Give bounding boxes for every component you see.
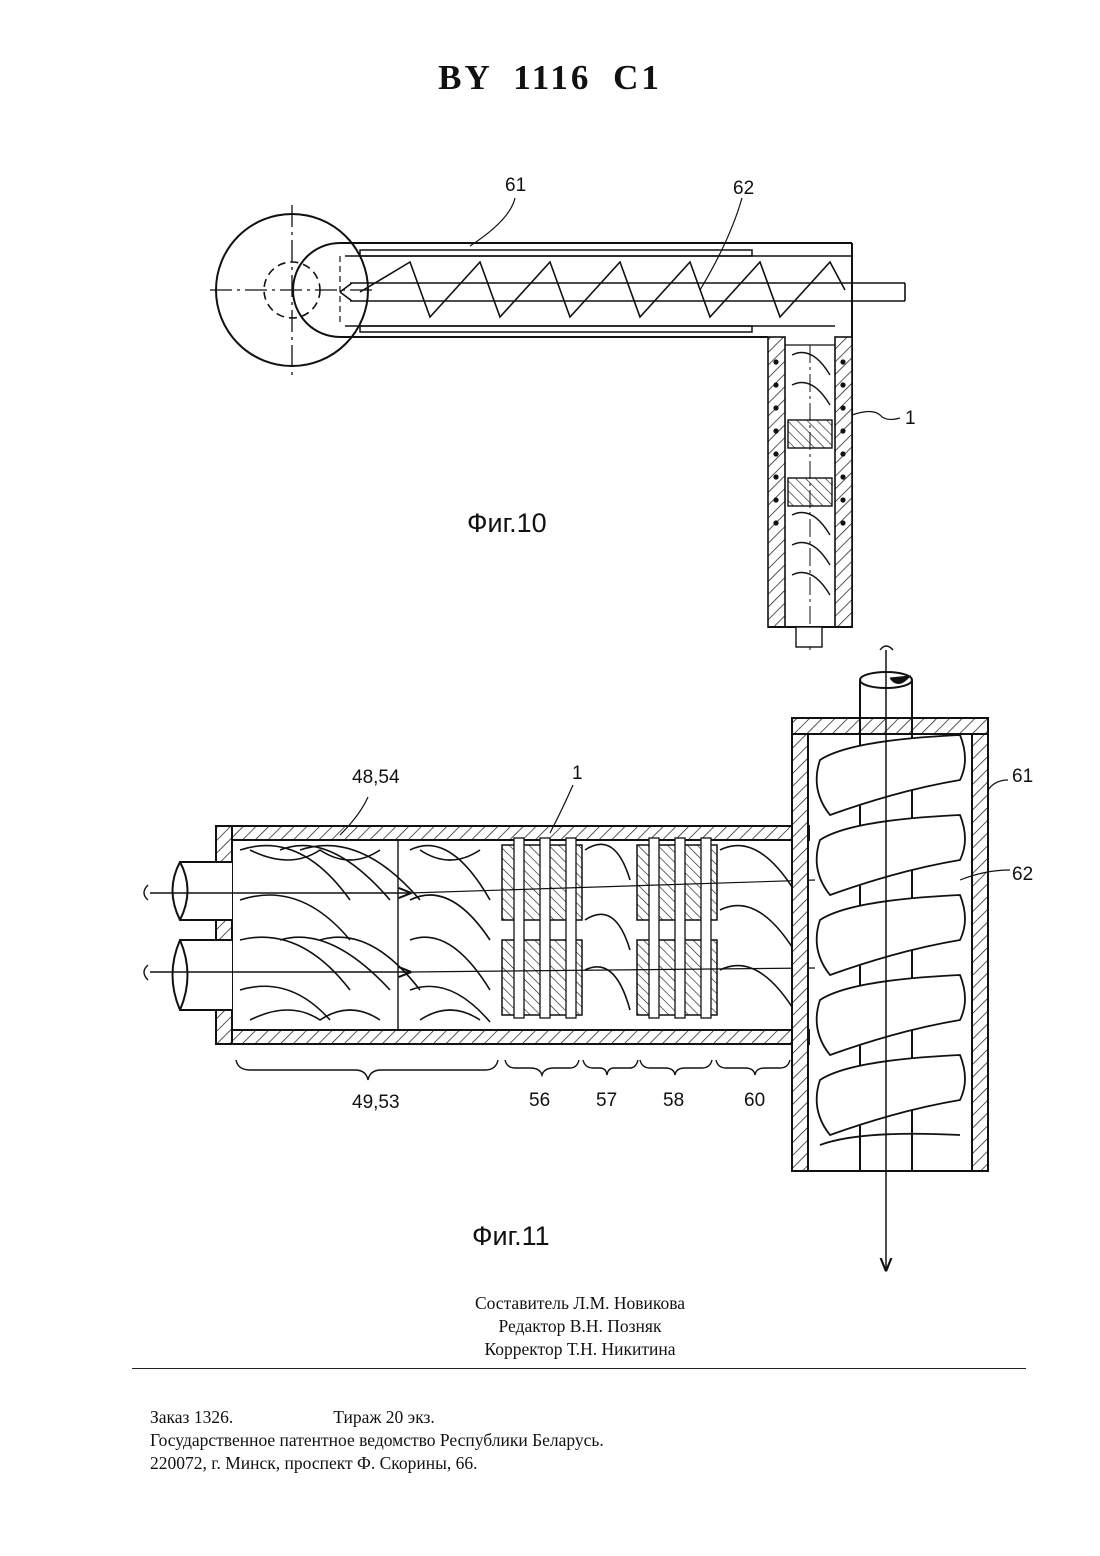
fig11-label-62: 62 [1012, 864, 1033, 885]
credits-block: Составитель Л.М. Новикова Редактор В.Н. … [300, 1292, 860, 1361]
fig11-label-1: 1 [572, 763, 583, 784]
order-run-line: Заказ 1326. Тираж 20 экз. [150, 1406, 604, 1429]
editor-line: Редактор В.Н. Позняк [300, 1315, 860, 1338]
fig11-label-56: 56 [529, 1090, 550, 1111]
fig10-label-1: 1 [905, 408, 916, 429]
imprint-block: Заказ 1326. Тираж 20 экз. Государственное… [150, 1406, 604, 1475]
fig11-caption: Фиг.11 [472, 1221, 550, 1251]
imprint-divider [132, 1368, 1026, 1369]
figure-11-drawing [144, 646, 1010, 1270]
proofreader-line: Корректор Т.Н. Никитина [300, 1338, 860, 1361]
fig10-label-61: 61 [505, 175, 526, 196]
fig11-label-60: 60 [744, 1090, 765, 1111]
figure-10-drawing [210, 198, 905, 650]
address-line: 220072, г. Минск, проспект Ф. Скорины, 6… [150, 1452, 604, 1475]
patent-office-line: Государственное патентное ведомство Респ… [150, 1429, 604, 1452]
fig11-label-57: 57 [596, 1090, 617, 1111]
fig11-label-48-54: 48,54 [352, 767, 400, 788]
fig11-label-58: 58 [663, 1090, 684, 1111]
fig10-caption: Фиг.10 [467, 508, 547, 538]
fig11-label-61: 61 [1012, 766, 1033, 787]
print-run: Тираж 20 экз. [333, 1407, 435, 1427]
fig10-label-62: 62 [733, 178, 754, 199]
fig11-label-49-53: 49,53 [352, 1092, 400, 1113]
order-number: Заказ 1326. [150, 1407, 233, 1427]
compiler-line: Составитель Л.М. Новикова [300, 1292, 860, 1315]
